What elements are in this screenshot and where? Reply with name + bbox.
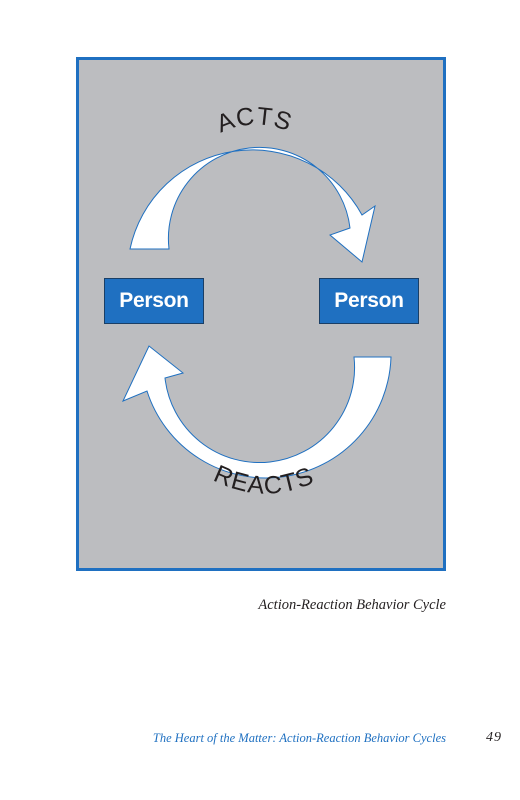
- acts-label: ACTS: [213, 102, 296, 138]
- person-box-right: Person: [319, 278, 419, 324]
- acts-arrow: [129, 146, 376, 263]
- page-number: 49: [486, 730, 502, 745]
- cycle-diagram: ACTS REACTS: [121, 102, 392, 500]
- reacts-arrow: [121, 345, 392, 479]
- person-right-label: Person: [334, 289, 404, 312]
- person-box-left: Person: [104, 278, 204, 324]
- person-left-label: Person: [119, 289, 189, 312]
- acts-label-text: ACTS: [213, 102, 295, 138]
- diagram-frame: ACTS REACTS Person Person: [76, 57, 446, 571]
- figure-caption: Action-Reaction Behavior Cycle: [258, 597, 446, 613]
- running-footer-title: The Heart of the Matter: Action-Reaction…: [152, 731, 446, 745]
